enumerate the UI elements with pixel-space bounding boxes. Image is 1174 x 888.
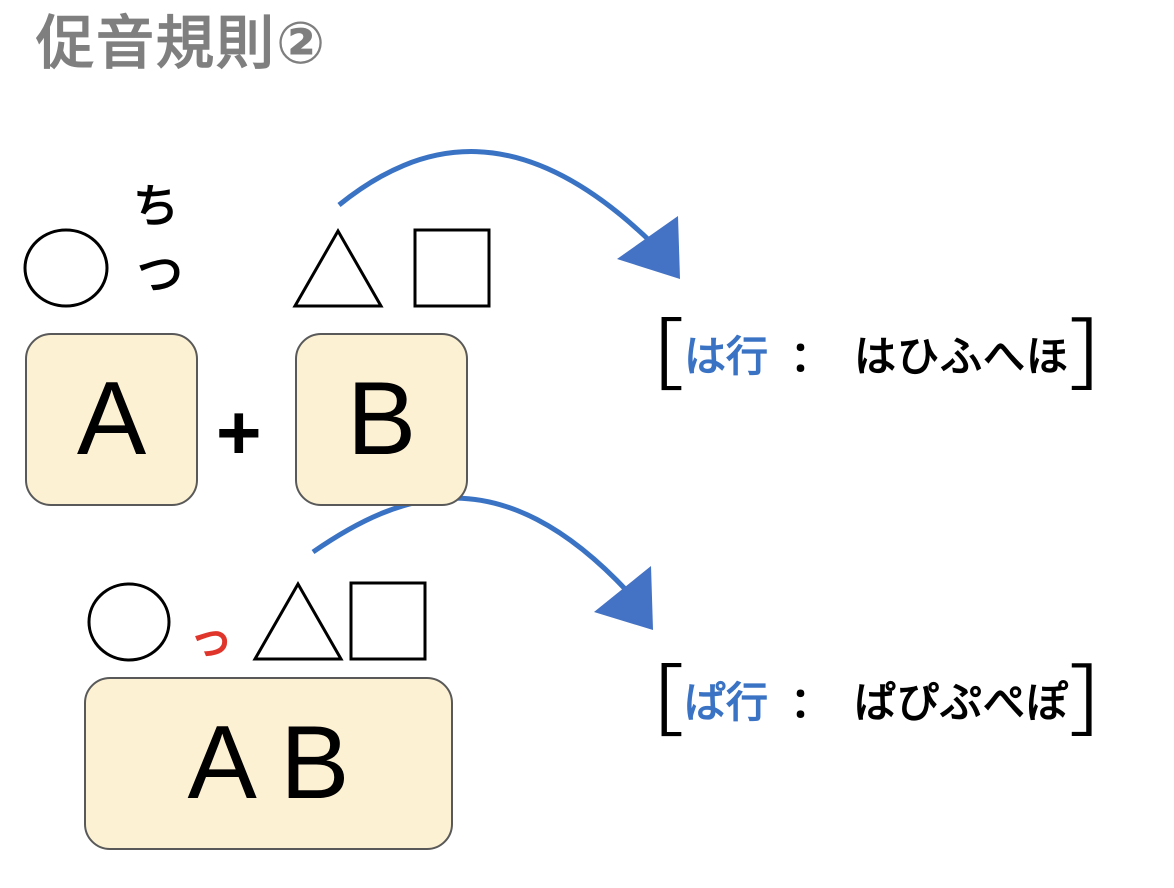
small-tsu: っ xyxy=(189,614,233,665)
curved-arrow-bottom xyxy=(311,495,630,594)
triangle-placeholder-bottom xyxy=(252,580,344,661)
kana-tsu: つ xyxy=(137,247,183,301)
close-bracket: ］ xyxy=(1069,312,1148,402)
box-a-label: A xyxy=(76,361,147,477)
page-title: 促音規則② xyxy=(36,9,328,77)
box-b: B xyxy=(295,333,468,506)
rule-kana-list: はひふへほ xyxy=(854,332,1070,381)
circle-placeholder-top xyxy=(23,228,109,308)
box-a: A xyxy=(25,333,198,506)
rule-ha-row: ［ は行 ： はひふへほ ］ xyxy=(606,318,1147,396)
colon: ： xyxy=(790,332,833,381)
rule-kana-list: ぱぴぷぺぽ xyxy=(854,678,1070,727)
circle-placeholder-bottom xyxy=(87,582,171,662)
triangle-placeholder-top xyxy=(292,227,384,308)
square-placeholder-top xyxy=(413,228,491,308)
curved-arrow-top xyxy=(337,149,654,245)
box-b-label: B xyxy=(346,361,417,477)
plus-sign: + xyxy=(216,388,262,476)
square-placeholder-bottom xyxy=(349,581,427,661)
close-bracket: ］ xyxy=(1069,658,1148,748)
kana-chi: ち xyxy=(133,179,179,233)
rule-label: ぱ行 xyxy=(684,678,769,727)
box-ab: A B xyxy=(84,677,453,850)
arrowhead-top-icon xyxy=(617,216,680,279)
open-bracket: ［ xyxy=(606,658,685,748)
box-ab-label: A B xyxy=(187,705,350,821)
open-bracket: ［ xyxy=(606,312,685,402)
rule-pa-row: ［ ぱ行 ： ぱぴぷぺぽ ］ xyxy=(606,664,1147,742)
colon: ： xyxy=(790,678,833,727)
rule-label: は行 xyxy=(684,332,769,381)
arrowhead-bottom-icon xyxy=(594,566,653,630)
